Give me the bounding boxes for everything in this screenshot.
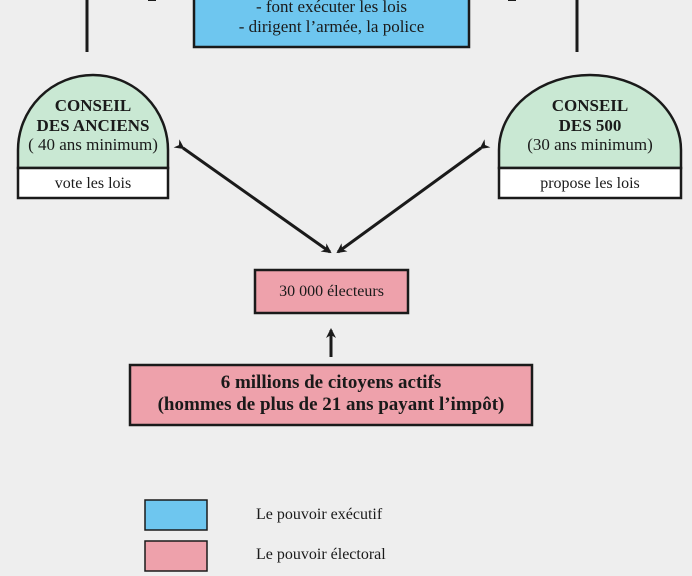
legend-label-executif: Le pouvoir exécutif [256, 506, 383, 523]
council-anciens-role: vote les lois [54, 175, 132, 192]
arrow-500-electeurs [336, 139, 491, 254]
council-500-role: propose les lois [540, 175, 640, 192]
executive-text: - font exécuter les lois - dirigent l’ar… [194, 0, 469, 36]
council-anciens-title-1: CONSEIL [54, 96, 132, 115]
council-anciens-dome [16, 73, 170, 170]
legend-swatch-executif [144, 499, 208, 531]
electeurs-label: 30 000 électeurs [279, 283, 384, 300]
executive-box [192, 0, 471, 49]
council-500-dome [497, 73, 683, 170]
executive-line-2: - dirigent l’armée, la police [238, 16, 425, 36]
citoyens-line-2: (hommes de plus de 21 ans payant l’impôt… [157, 393, 505, 415]
arrow-anciens-electeurs [173, 139, 332, 254]
council-anciens-text: CONSEIL DES ANCIENS ( 40 ans minimum) [18, 96, 168, 155]
council-anciens-subtitle: ( 40 ans minimum) [28, 135, 158, 155]
council-anciens-base [16, 166, 170, 200]
citoyens-box [128, 363, 534, 427]
electeurs-box [253, 268, 410, 315]
legend-swatch-electoral [144, 540, 208, 572]
citoyens-line-1: 6 millions de citoyens actifs [220, 372, 442, 393]
citoyens-text: 6 millions de citoyens actifs (hommes de… [130, 372, 532, 416]
legend-label-electoral: Le pouvoir électoral [256, 546, 386, 563]
council-anciens-title-2: DES ANCIENS [36, 115, 150, 135]
council-500-title-1: CONSEIL [551, 96, 629, 115]
council-500-text: CONSEIL DES 500 (30 ans minimum) [499, 96, 681, 155]
council-500-title-2: DES 500 [558, 115, 622, 135]
executive-line-1: - font exécuter les lois [255, 0, 408, 16]
council-500-base [497, 166, 683, 200]
council-500-subtitle: (30 ans minimum) [527, 135, 653, 155]
